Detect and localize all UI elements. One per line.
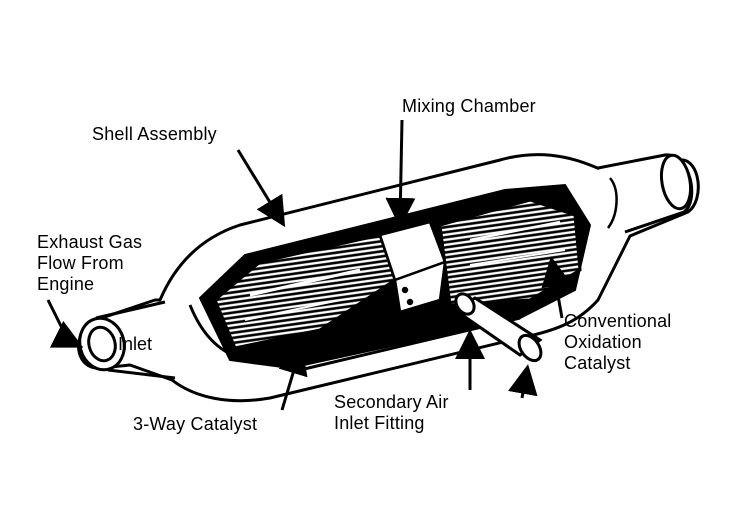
secondary-air-tube [452,292,543,363]
mixing-chamber-label: Mixing Chamber [402,96,536,116]
inlet-pipe [78,300,176,380]
leader-arrows [46,119,571,411]
secondary-air-label: Secondary Air Inlet Fitting [334,392,449,433]
three-way-catalyst-label: 3-Way Catalyst [133,414,258,434]
shell-assembly-leader [236,149,286,228]
three-way-catalyst-leader [278,344,308,411]
conventional-catalyst-label: Conventional Oxidation Catalyst [564,311,672,373]
mixing-chamber-leader [385,119,416,228]
conventional-catalyst-leader [541,256,571,319]
outlet-pipe [597,153,694,234]
inlet-label: Inlet [118,334,153,354]
exhaust-gas-leader [46,299,84,348]
shell-assembly-label: Shell Assembly [92,124,217,144]
air-flow-arrow [508,364,538,399]
exhaust-gas-label: Exhaust Gas Flow From Engine [37,232,143,294]
